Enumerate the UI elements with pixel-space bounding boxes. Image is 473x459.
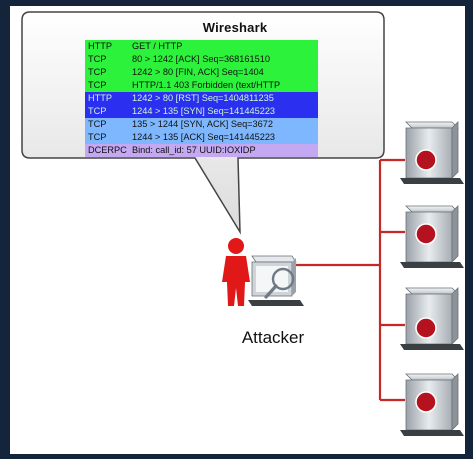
packet-row: TCP 135 > 1244 [SYN, ACK] Seq=3672 bbox=[85, 118, 318, 131]
magnifier-icon bbox=[264, 267, 295, 299]
packet-protocol: DCERPC bbox=[88, 145, 127, 155]
server-status-dot bbox=[415, 391, 437, 413]
packet-info: 1242 > 80 [FIN, ACK] Seq=1404 bbox=[132, 67, 264, 77]
attacker-computer-icon bbox=[248, 255, 304, 306]
packet-row: DCERPC Bind: call_id: 57 UUID:IOXIDP bbox=[85, 144, 318, 157]
packet-protocol: TCP bbox=[88, 132, 107, 142]
packet-row: TCP 1244 > 135 [ACK] Seq=141445223 bbox=[85, 131, 318, 144]
packet-info: 1244 > 135 [ACK] Seq=141445223 bbox=[132, 132, 276, 142]
server-status-dot bbox=[415, 149, 437, 171]
packet-info: HTTP/1.1 403 Forbidden (text/HTTP bbox=[132, 80, 281, 90]
wireshark-title: Wireshark bbox=[202, 20, 268, 35]
packet-protocol: TCP bbox=[88, 106, 107, 116]
packet-protocol: TCP bbox=[88, 119, 107, 129]
server-4 bbox=[400, 373, 464, 436]
packet-protocol: HTTP bbox=[88, 93, 112, 103]
server-3 bbox=[400, 287, 464, 350]
packet-info: GET / HTTP bbox=[132, 41, 183, 51]
attacker-label: Attacker bbox=[241, 328, 305, 347]
packet-row: TCP 1242 > 80 [FIN, ACK] Seq=1404 bbox=[85, 66, 318, 79]
server-1 bbox=[400, 121, 464, 184]
packet-protocol: HTTP bbox=[88, 41, 112, 51]
packet-info: 1244 > 135 [SYN] Seq=141445223 bbox=[132, 106, 276, 116]
packet-row: HTTP 1242 > 80 [RST] Seq=1404811235 bbox=[85, 92, 318, 105]
packet-row: HTTP GET / HTTP bbox=[85, 40, 318, 53]
packet-row: TCP HTTP/1.1 403 Forbidden (text/HTTP bbox=[85, 79, 318, 92]
packet-info: 1242 > 80 [RST] Seq=1404811235 bbox=[132, 93, 274, 103]
packet-list: HTTP GET / HTTP TCP 80 > 1242 [ACK] Seq=368… bbox=[85, 40, 318, 157]
server-status-dot bbox=[415, 317, 437, 339]
server-2 bbox=[400, 205, 464, 268]
packet-info: Bind: call_id: 57 UUID:IOXIDP bbox=[132, 145, 256, 155]
attacker-workstation bbox=[222, 238, 304, 306]
packet-protocol: TCP bbox=[88, 54, 107, 64]
packet-protocol: TCP bbox=[88, 80, 107, 90]
server-status-dot bbox=[415, 223, 437, 245]
packet-info: 80 > 1242 [ACK] Seq=368161510 bbox=[132, 54, 270, 64]
packet-info: 135 > 1244 [SYN, ACK] Seq=3672 bbox=[132, 119, 273, 129]
attacker-person-icon bbox=[222, 238, 250, 306]
packet-protocol: TCP bbox=[88, 67, 107, 77]
packet-row: TCP 80 > 1242 [ACK] Seq=368161510 bbox=[85, 53, 318, 66]
packet-row: TCP 1244 > 135 [SYN] Seq=141445223 bbox=[85, 105, 318, 118]
network-lines bbox=[273, 158, 405, 402]
